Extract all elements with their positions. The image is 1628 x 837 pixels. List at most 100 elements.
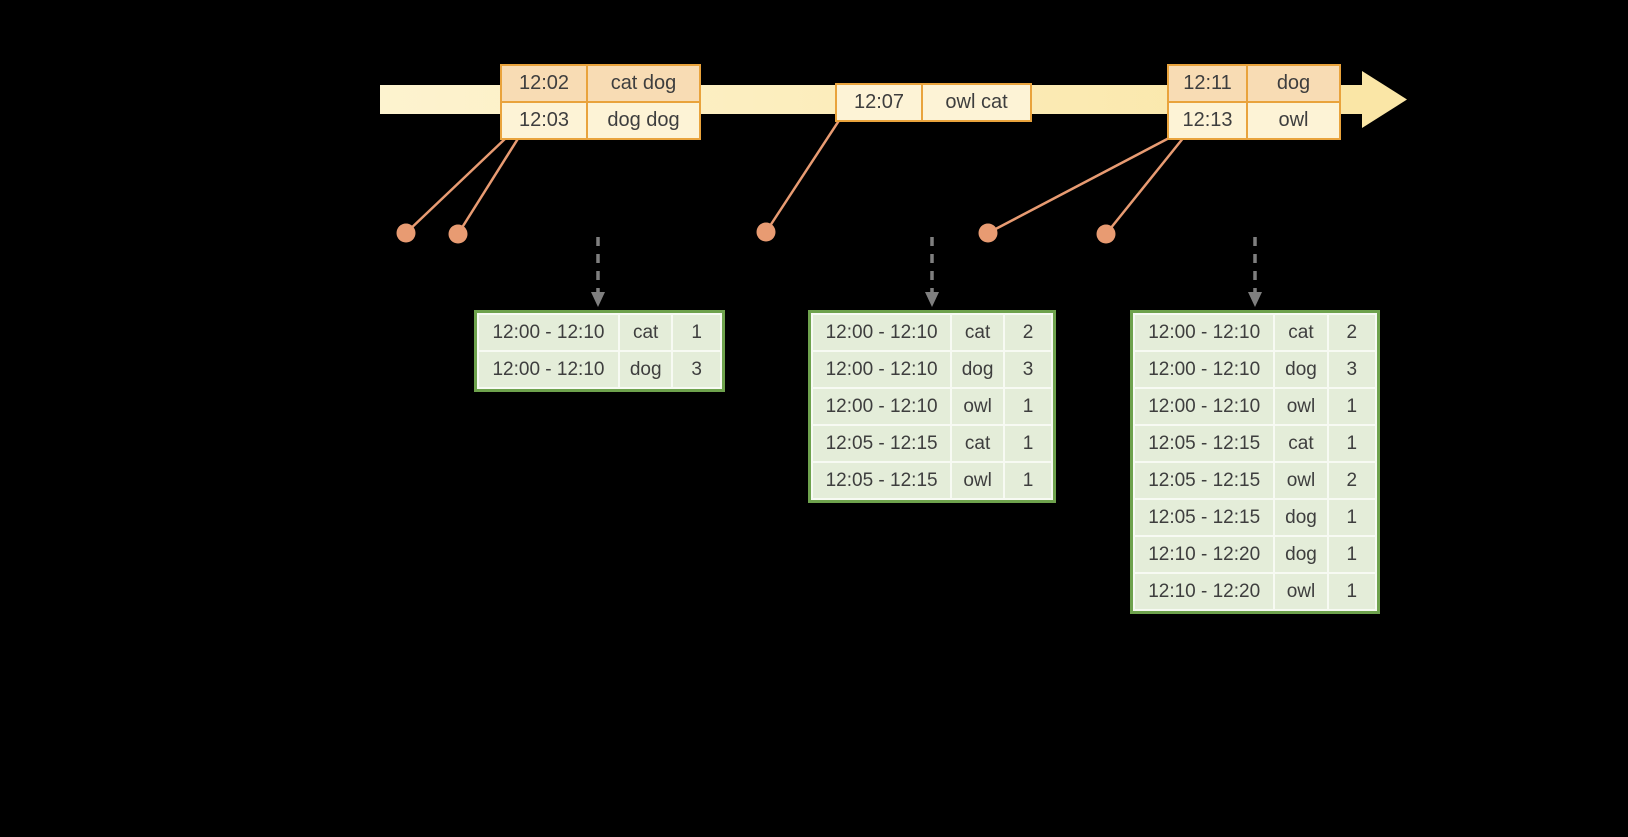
word-cell: dog (1273, 535, 1329, 574)
word-cell: owl (1273, 387, 1329, 426)
window-cell: 12:05 - 12:15 (1132, 461, 1276, 500)
count-cell: 1 (671, 313, 722, 352)
result-row: 12:05 - 12:15 cat 1 (810, 424, 1054, 463)
result-row: 12:00 - 12:10 cat 1 (477, 313, 722, 352)
window-cell: 12:05 - 12:15 (810, 424, 953, 463)
result-row: 12:00 - 12:10 dog 3 (1132, 350, 1378, 389)
result-row: 12:00 - 12:10 dog 3 (477, 350, 722, 389)
count-cell: 1 (1326, 387, 1378, 426)
count-cell: 3 (1326, 350, 1378, 389)
window-cell: 12:00 - 12:10 (477, 313, 620, 352)
connector-line (764, 118, 842, 233)
result-table-2: 12:00 - 12:10 cat 2 12:00 - 12:10 dog 3 … (808, 310, 1056, 503)
event-dot (448, 224, 468, 244)
word-cell: dog (950, 350, 1005, 389)
word-cell: owl (950, 387, 1005, 426)
result-row: 12:00 - 12:10 cat 2 (1132, 313, 1378, 352)
word-cell: cat (950, 313, 1005, 352)
count-cell: 1 (1326, 424, 1378, 463)
result-table-3: 12:00 - 12:10 cat 2 12:00 - 12:10 dog 3 … (1130, 310, 1380, 614)
event-dot (1096, 224, 1116, 244)
connector-line (987, 135, 1172, 235)
trigger-arrowhead-icon (925, 292, 939, 307)
result-table: 12:00 - 12:10 cat 1 12:00 - 12:10 dog 3 (477, 313, 722, 389)
connector-line (1105, 136, 1185, 235)
window-cell: 12:05 - 12:15 (810, 461, 953, 500)
count-cell: 1 (1326, 572, 1378, 611)
word-cell: dog (617, 350, 674, 389)
window-cell: 12:00 - 12:10 (810, 313, 953, 352)
event-box-2: 12:07 owl cat (835, 83, 1032, 122)
window-cell: 12:00 - 12:10 (810, 350, 953, 389)
window-cell: 12:00 - 12:10 (810, 387, 953, 426)
window-cell: 12:00 - 12:10 (1132, 350, 1276, 389)
event-time: 12:11 (1169, 66, 1248, 101)
connector-line (405, 136, 508, 234)
trigger-arrowhead-icon (591, 292, 605, 307)
event-dot (396, 223, 416, 243)
window-cell: 12:00 - 12:10 (1132, 313, 1276, 352)
connector-line (456, 136, 521, 235)
event-time: 12:02 (502, 66, 588, 101)
event-words: dog dog (607, 109, 680, 131)
timeline-arrowhead-icon (1362, 71, 1407, 128)
result-table: 12:00 - 12:10 cat 2 12:00 - 12:10 dog 3 … (1132, 313, 1378, 611)
result-table-1-body: 12:00 - 12:10 cat 1 12:00 - 12:10 dog 3 (477, 313, 722, 389)
event-time: 12:13 (1169, 103, 1248, 138)
result-table-2-body: 12:00 - 12:10 cat 2 12:00 - 12:10 dog 3 … (810, 313, 1054, 500)
word-cell: cat (1273, 313, 1329, 352)
window-cell: 12:10 - 12:20 (1132, 572, 1276, 611)
result-row: 12:05 - 12:15 owl 1 (810, 461, 1054, 500)
event-row: 12:11 dog (1169, 66, 1339, 101)
word-cell: owl (1273, 572, 1329, 611)
result-row: 12:00 - 12:10 cat 2 (810, 313, 1054, 352)
count-cell: 2 (1002, 313, 1054, 352)
event-words: owl cat (945, 91, 1008, 113)
count-cell: 3 (1002, 350, 1054, 389)
window-cell: 12:00 - 12:10 (1132, 387, 1276, 426)
result-row: 12:00 - 12:10 owl 1 (810, 387, 1054, 426)
event-words: cat dog (610, 72, 677, 94)
result-row: 12:10 - 12:20 owl 1 (1132, 572, 1378, 611)
word-cell: cat (1273, 424, 1329, 463)
event-dot (978, 223, 998, 243)
word-cell: owl (950, 461, 1005, 500)
result-row: 12:00 - 12:10 dog 3 (810, 350, 1054, 389)
count-cell: 3 (671, 350, 722, 389)
result-table-3-body: 12:00 - 12:10 cat 2 12:00 - 12:10 dog 3 … (1132, 313, 1378, 611)
event-row: 12:07 owl cat (837, 85, 1030, 120)
event-row: 12:13 owl (1169, 101, 1339, 138)
event-time: 12:03 (502, 103, 588, 138)
event-row: 12:02 cat dog (502, 66, 699, 101)
event-words: dog (1276, 72, 1311, 94)
event-row: 12:03 dog dog (502, 101, 699, 138)
event-words: owl (1278, 109, 1309, 131)
result-row: 12:00 - 12:10 owl 1 (1132, 387, 1378, 426)
window-cell: 12:05 - 12:15 (1132, 498, 1276, 537)
count-cell: 2 (1326, 313, 1378, 352)
word-cell: dog (1273, 498, 1329, 537)
event-dot (756, 222, 776, 242)
event-box-1: 12:02 cat dog 12:03 dog dog (500, 64, 701, 140)
event-box-3: 12:11 dog 12:13 owl (1167, 64, 1341, 140)
window-cell: 12:10 - 12:20 (1132, 535, 1276, 574)
count-cell: 1 (1002, 424, 1054, 463)
event-time: 12:07 (837, 85, 923, 120)
result-row: 12:05 - 12:15 dog 1 (1132, 498, 1378, 537)
count-cell: 1 (1326, 498, 1378, 537)
word-cell: owl (1273, 461, 1329, 500)
count-cell: 1 (1002, 461, 1054, 500)
count-cell: 1 (1326, 535, 1378, 574)
trigger-arrowhead-icon (1248, 292, 1262, 307)
count-cell: 1 (1002, 387, 1054, 426)
word-cell: cat (950, 424, 1005, 463)
window-cell: 12:00 - 12:10 (477, 350, 620, 389)
result-row: 12:05 - 12:15 cat 1 (1132, 424, 1378, 463)
word-cell: cat (617, 313, 674, 352)
word-cell: dog (1273, 350, 1329, 389)
result-table: 12:00 - 12:10 cat 2 12:00 - 12:10 dog 3 … (810, 313, 1054, 500)
count-cell: 2 (1326, 461, 1378, 500)
result-row: 12:05 - 12:15 owl 2 (1132, 461, 1378, 500)
window-cell: 12:05 - 12:15 (1132, 424, 1276, 463)
